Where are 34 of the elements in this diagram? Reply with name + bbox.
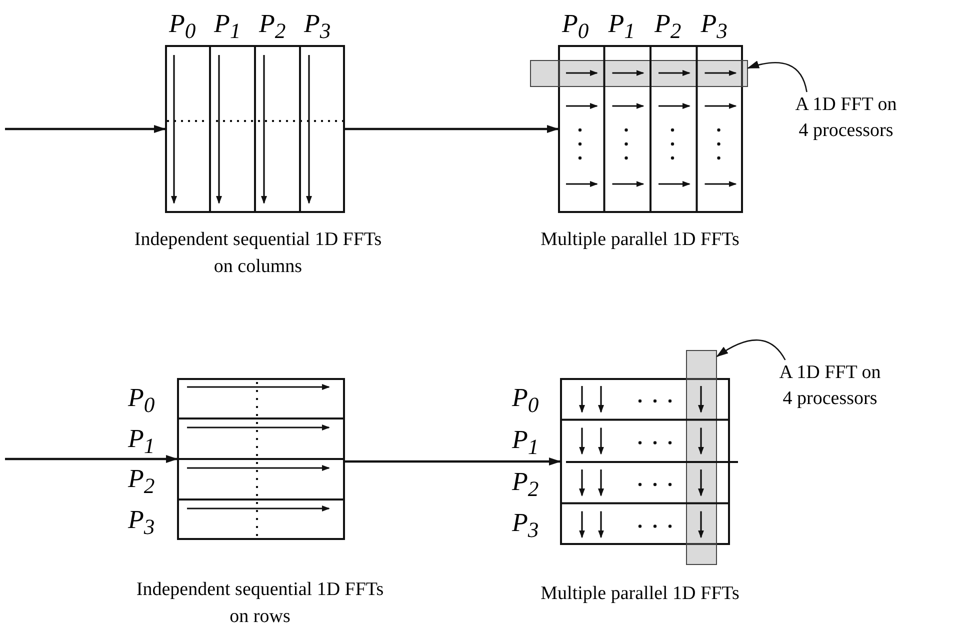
- arrow: [5, 125, 166, 133]
- grid-box: [177, 378, 345, 540]
- processor-label: P$_{2}$: [128, 465, 155, 500]
- arrow: [5, 455, 178, 463]
- callout-text: A 1D FFT on 4 processors: [790, 92, 902, 148]
- callout-text: A 1D FFT on 4 processors: [774, 360, 886, 416]
- caption: Multiple parallel 1D FFTs: [540, 582, 740, 606]
- caption: Multiple parallel 1D FFTs: [540, 228, 740, 252]
- caption: Independent sequential 1D FFTs on columns: [133, 228, 383, 279]
- processor-label: P$_{0}$: [128, 384, 155, 420]
- processor-label: P$_{3}$: [512, 509, 539, 544]
- processor-label: P$_{0}$: [562, 10, 589, 46]
- curved-arrow: [716, 339, 786, 360]
- curved-arrow: [747, 61, 808, 92]
- grid-box: [165, 45, 345, 213]
- processor-label: P$_{1}$: [608, 10, 635, 46]
- processor-label: P$_{0}$: [512, 384, 539, 420]
- arrow: [345, 458, 561, 466]
- processor-label: P$_{3}$: [700, 10, 728, 46]
- processor-label: P$_{0}$: [169, 10, 196, 46]
- highlight-band: [686, 350, 717, 565]
- grid-box: [560, 378, 730, 545]
- processor-label: P$_{3}$: [128, 506, 155, 541]
- processor-label: P$_{2}$: [654, 10, 682, 46]
- processor-label: P$_{1}$: [512, 426, 539, 461]
- highlight-band: [530, 60, 748, 87]
- caption: Independent sequential 1D FFTs on rows: [135, 578, 385, 629]
- processor-label: P$_{2}$: [259, 10, 286, 46]
- grid-box: [558, 45, 743, 213]
- arrow: [345, 125, 559, 133]
- processor-label: P$_{3}$: [304, 10, 331, 46]
- processor-label: P$_{1}$: [214, 10, 241, 46]
- processor-label: P$_{1}$: [128, 424, 155, 460]
- processor-label: P$_{2}$: [512, 468, 539, 503]
